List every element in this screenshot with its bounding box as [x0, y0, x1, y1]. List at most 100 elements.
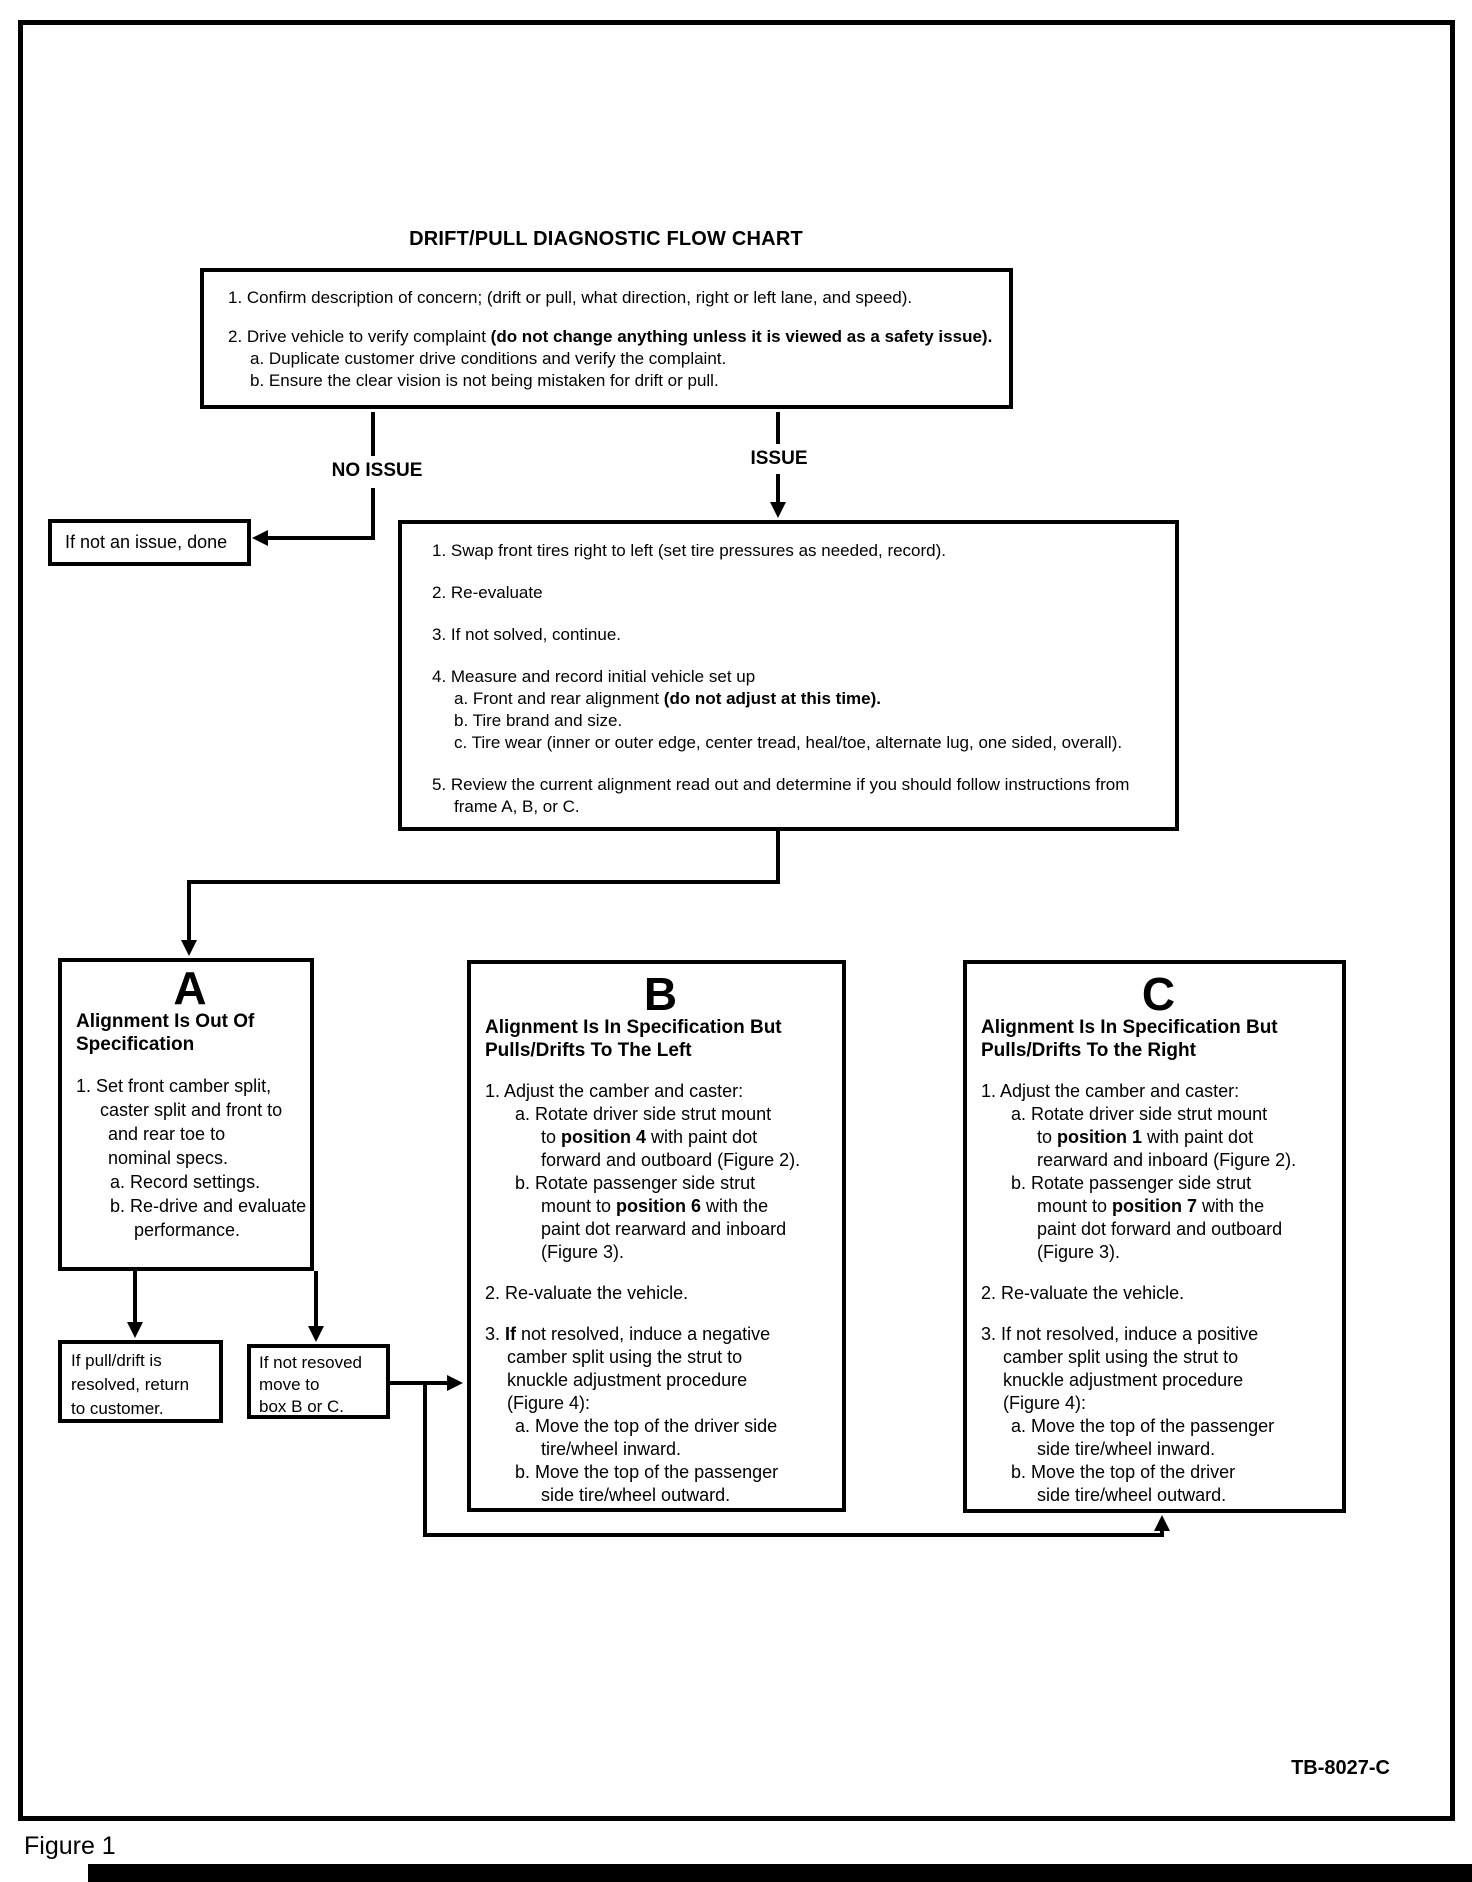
- issue-item-2: 2. Re-evaluate: [432, 583, 543, 602]
- resolved-return-box: If pull/drift is resolved, return to cus…: [58, 1340, 223, 1423]
- frame-a-step-1a: a. Record settings.: [110, 1172, 261, 1192]
- spacer: [981, 1062, 1336, 1080]
- not-resolved-box-line: box B or C.: [259, 1397, 345, 1416]
- resolved-box-line: resolved, return: [71, 1375, 190, 1394]
- spacer: [432, 754, 1167, 774]
- spacer: [76, 1056, 304, 1074]
- not-resolved-box-line: move to: [259, 1375, 320, 1394]
- connector-steps-to-frame-a: [181, 831, 780, 956]
- frame-c-step-1b-cont: paint dot forward and outboard: [1037, 1219, 1283, 1239]
- confirm-item-2a: a. Duplicate customer drive conditions a…: [250, 349, 727, 368]
- frame-c-step-1a-cont: to position 1 with paint dot: [1037, 1127, 1254, 1147]
- frame-a-step-1-cont: caster split and front to: [100, 1100, 283, 1120]
- frame-c-step-3-cont: (Figure 4):: [1003, 1393, 1087, 1413]
- spacer: [485, 1062, 836, 1080]
- connector-not-resolved-to-frame-c: [423, 1383, 1170, 1537]
- frame-b-step-1b-cont: mount to position 6 with the: [541, 1196, 769, 1216]
- connector-no-issue-to-done: [252, 488, 375, 546]
- spacer: [981, 1305, 1336, 1323]
- frame-a-step-1b-cont: performance.: [134, 1220, 241, 1240]
- issue-item-4: 4. Measure and record initial vehicle se…: [432, 667, 756, 686]
- frame-b-step-1: 1. Adjust the camber and caster:: [485, 1081, 744, 1101]
- frame-b-step-3a-cont: tire/wheel inward.: [541, 1439, 682, 1459]
- frame-c-step-1: 1. Adjust the camber and caster:: [981, 1081, 1240, 1101]
- frame-c-heading-1: Alignment Is In Specification But: [981, 1017, 1278, 1038]
- frame-b-step-2: 2. Re-valuate the vehicle.: [485, 1283, 689, 1303]
- spacer: [432, 646, 1167, 666]
- confirm-item-2-warning: (do not change anything unless it is vie…: [490, 327, 993, 346]
- done-box-text: If not an issue, done: [65, 532, 228, 552]
- frame-c-step-1a: a. Rotate driver side strut mount: [1011, 1104, 1268, 1124]
- frame-b-step-1a: a. Rotate driver side strut mount: [515, 1104, 772, 1124]
- frame-c-step-3-cont: camber split using the strut to: [1003, 1347, 1239, 1367]
- confirm-item-2b: b. Ensure the clear vision is not being …: [250, 371, 719, 390]
- confirm-concern-box: 1. Confirm description of concern; (drif…: [200, 268, 1013, 409]
- issue-item-1: 1. Swap front tires right to left (set t…: [432, 541, 947, 560]
- frame-c-step-1a-cont: rearward and inboard (Figure 2).: [1037, 1150, 1297, 1170]
- frame-b-step-3-cont: (Figure 4):: [507, 1393, 591, 1413]
- frame-b-box: B Alignment Is In Specification But Pull…: [467, 960, 846, 1512]
- spacer: [981, 1264, 1336, 1282]
- frame-b-step-1b-cont: (Figure 3).: [541, 1242, 625, 1262]
- doc-code: TB-8027-C: [1291, 1757, 1390, 1779]
- issue-item-5: 5. Review the current alignment read out…: [432, 775, 1130, 794]
- frame-c-heading-2: Pulls/Drifts To the Right: [981, 1040, 1196, 1061]
- page-border: [18, 20, 1455, 1821]
- spacer: [228, 309, 1001, 326]
- frame-c-step-2: 2. Re-valuate the vehicle.: [981, 1283, 1185, 1303]
- issue-item-4b: b. Tire brand and size.: [454, 711, 623, 730]
- frame-b-heading-2: Pulls/Drifts To The Left: [485, 1040, 692, 1061]
- spacer: [485, 1264, 836, 1282]
- frame-b-heading-1: Alignment Is In Specification But: [485, 1017, 782, 1038]
- frame-b-step-3a: a. Move the top of the driver side: [515, 1416, 778, 1436]
- resolved-box-line: If pull/drift is: [71, 1351, 162, 1370]
- frame-b-step-3-cont: camber split using the strut to: [507, 1347, 743, 1367]
- frame-b-step-1a-cont: to position 4 with paint dot: [541, 1127, 758, 1147]
- frame-c-letter: C: [1141, 968, 1176, 1020]
- frame-c-step-3b: b. Move the top of the driver: [1011, 1462, 1236, 1482]
- not-resolved-box-line: If not resoved: [259, 1353, 363, 1372]
- issue-item-4a: a. Front and rear alignment (do not adju…: [454, 689, 881, 708]
- resolved-box-line: to customer.: [71, 1399, 164, 1418]
- frame-a-letter: A: [173, 962, 207, 1014]
- confirm-item-2: 2. Drive vehicle to verify complaint (do…: [228, 327, 993, 346]
- spacer: [432, 562, 1167, 582]
- frame-a-step-1-cont: nominal specs.: [108, 1148, 229, 1168]
- issue-item-4a-warning: (do not adjust at this time).: [663, 689, 881, 708]
- frame-c-step-3b-cont: side tire/wheel outward.: [1037, 1485, 1227, 1505]
- frame-b-step-1b-cont: paint dot rearward and inboard: [541, 1219, 787, 1239]
- frame-a-box: A Alignment Is Out Of Specification 1. S…: [58, 958, 314, 1271]
- frame-c-step-3-cont: knuckle adjustment procedure: [1003, 1370, 1244, 1390]
- flow-chart-title: DRIFT/PULL DIAGNOSTIC FLOW CHART: [409, 228, 803, 250]
- spacer: [432, 604, 1167, 624]
- frame-c-step-3a-cont: side tire/wheel inward.: [1037, 1439, 1216, 1459]
- spacer: [485, 1305, 836, 1323]
- frame-c-step-3: 3. If not resolved, induce a positive: [981, 1324, 1259, 1344]
- frame-b-step-3b-cont: side tire/wheel outward.: [541, 1485, 731, 1505]
- confirm-item-1: 1. Confirm description of concern; (drif…: [228, 288, 913, 307]
- frame-c-step-1b-cont: mount to position 7 with the: [1037, 1196, 1265, 1216]
- not-an-issue-done-box: If not an issue, done: [48, 519, 251, 566]
- issue-item-5-cont: frame A, B, or C.: [454, 797, 580, 816]
- frame-b-letter: B: [643, 968, 678, 1020]
- frame-b-step-3b: b. Move the top of the passenger: [515, 1462, 779, 1482]
- no-issue-branch-label: NO ISSUE: [331, 460, 423, 481]
- issue-steps-box: 1. Swap front tires right to left (set t…: [398, 520, 1179, 831]
- bottom-scan-bar: [88, 1864, 1472, 1882]
- frame-c-box: C Alignment Is In Specification But Pull…: [963, 960, 1346, 1513]
- issue-item-4c: c. Tire wear (inner or outer edge, cente…: [454, 733, 1123, 752]
- frame-a-heading-2: Specification: [76, 1034, 195, 1055]
- frame-b-step-3: 3. If not resolved, induce a negative: [485, 1324, 771, 1344]
- figure-caption: Figure 1: [24, 1832, 116, 1860]
- frame-b-step-3-cont: knuckle adjustment procedure: [507, 1370, 748, 1390]
- not-resolved-move-box: If not resoved move to box B or C.: [247, 1344, 390, 1419]
- frame-a-step-1-cont: and rear toe to: [108, 1124, 226, 1144]
- frame-a-heading-1: Alignment Is Out Of: [76, 1011, 255, 1032]
- frame-c-step-1b-cont: (Figure 3).: [1037, 1242, 1121, 1262]
- frame-a-step-1b: b. Re-drive and evaluate: [110, 1196, 307, 1216]
- frame-c-step-1b: b. Rotate passenger side strut: [1011, 1173, 1252, 1193]
- frame-b-step-1a-cont: forward and outboard (Figure 2).: [541, 1150, 801, 1170]
- issue-item-3: 3. If not solved, continue.: [432, 625, 622, 644]
